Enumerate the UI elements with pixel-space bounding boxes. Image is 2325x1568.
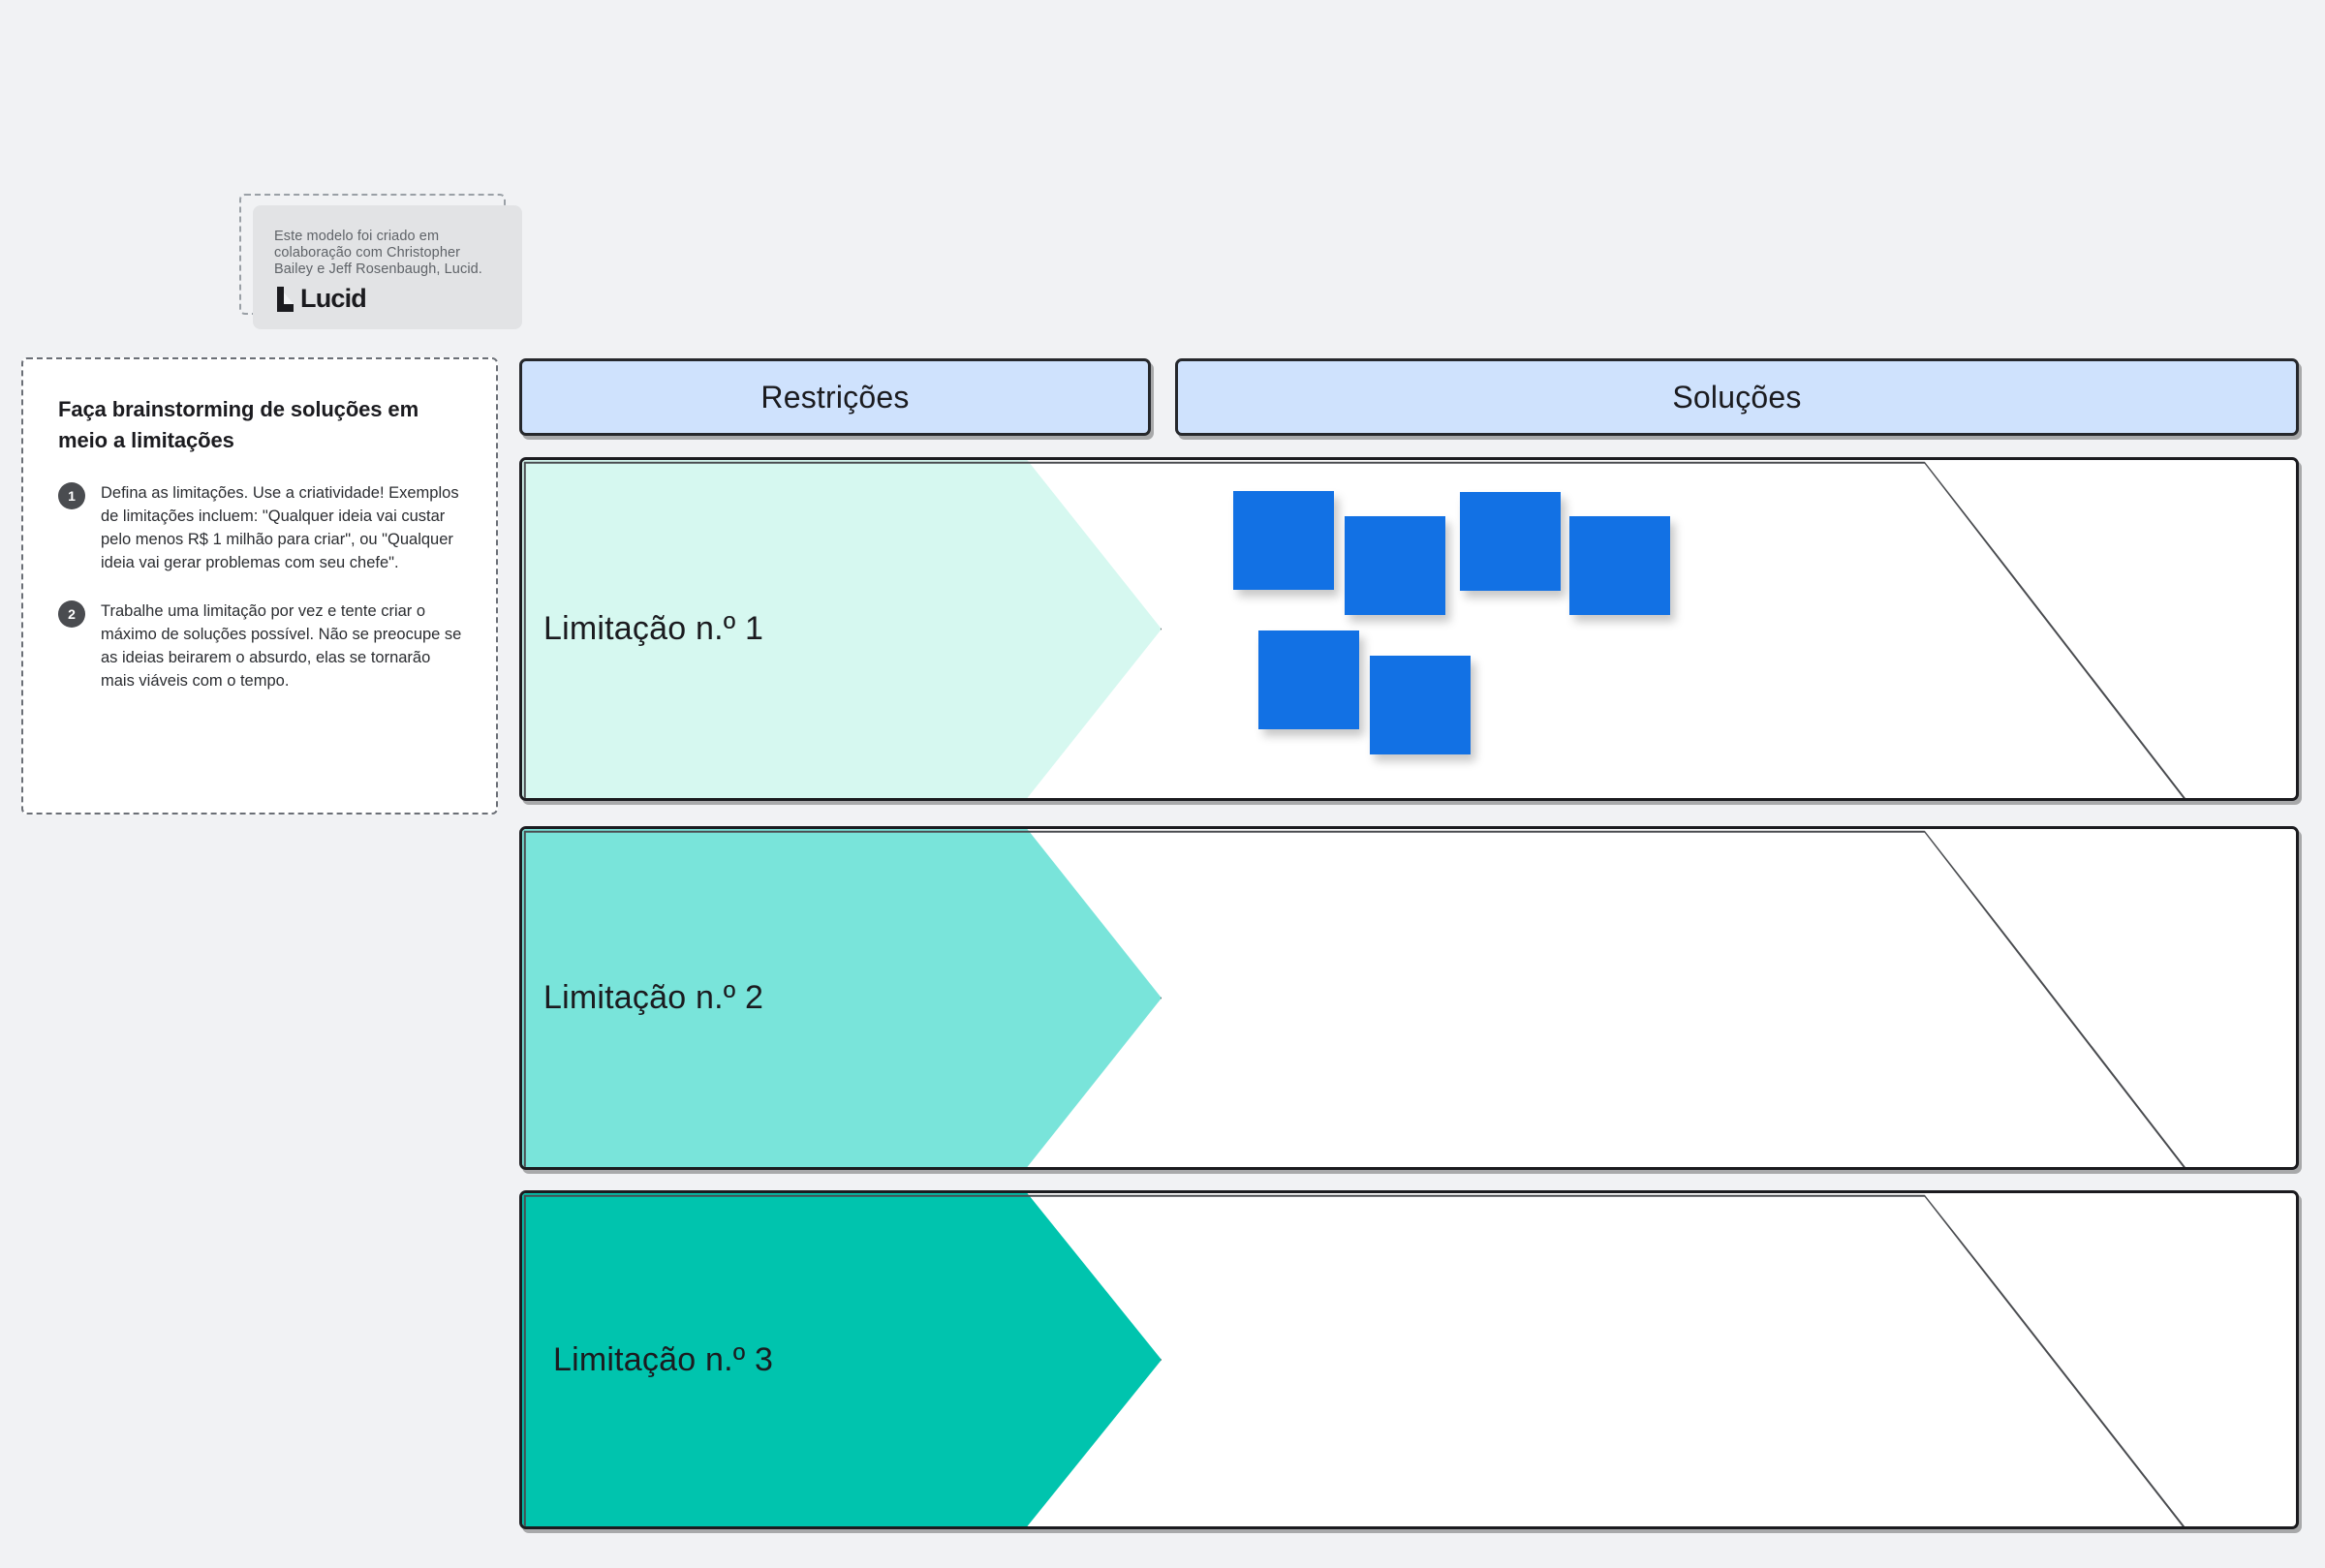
lucid-wordmark: Lucid: [300, 284, 367, 313]
limitation-row[interactable]: Limitação n.º 3: [519, 1190, 2299, 1529]
instructions-panel: Faça brainstorming de soluções em meio a…: [21, 357, 498, 815]
instruction-step: 1 Defina as limitações. Use a criativida…: [58, 481, 463, 574]
sticky-note[interactable]: [1370, 656, 1471, 754]
limitation-row[interactable]: Limitação n.º 2: [519, 826, 2299, 1170]
lucid-credit-inner: Este modelo foi criado em colaboração co…: [253, 205, 522, 329]
limitation-chevron-2[interactable]: Limitação n.º 2: [522, 829, 1162, 1167]
step-text-1: Defina as limitações. Use a criatividade…: [101, 484, 459, 571]
sticky-note[interactable]: [1345, 516, 1445, 615]
column-header-label: Restrições: [760, 379, 910, 415]
step-text-2: Trabalhe uma limitação por vez e tente c…: [101, 602, 462, 690]
step-badge-1: 1: [58, 482, 85, 509]
limitation-label: Limitação n.º 3: [553, 1340, 774, 1378]
limitation-label: Limitação n.º 2: [543, 979, 764, 1016]
sticky-note[interactable]: [1569, 516, 1670, 615]
credit-text: Este modelo foi criado em colaboração co…: [274, 229, 482, 277]
column-header-restricoes[interactable]: Restrições: [519, 358, 1151, 436]
limitation-label: Limitação n.º 1: [543, 610, 764, 647]
sticky-note[interactable]: [1460, 492, 1561, 591]
column-header-label: Soluções: [1672, 379, 1802, 415]
limitation-row[interactable]: Limitação n.º 1: [519, 457, 2299, 801]
lucid-logo: Lucid: [274, 284, 367, 314]
instruction-step: 2 Trabalhe uma limitação por vez e tente…: [58, 600, 463, 692]
step-badge-2: 2: [58, 600, 85, 628]
lucid-credit-card: Este modelo foi criado em colaboração co…: [239, 194, 522, 329]
lucid-logo-icon: [277, 286, 294, 312]
instructions-title: Faça brainstorming de soluções em meio a…: [58, 397, 419, 452]
sticky-note[interactable]: [1233, 491, 1334, 590]
sticky-note[interactable]: [1258, 630, 1359, 729]
limitation-chevron-3[interactable]: Limitação n.º 3: [522, 1193, 1162, 1526]
column-header-solucoes[interactable]: Soluções: [1175, 358, 2299, 436]
limitation-chevron-1[interactable]: Limitação n.º 1: [522, 460, 1162, 798]
